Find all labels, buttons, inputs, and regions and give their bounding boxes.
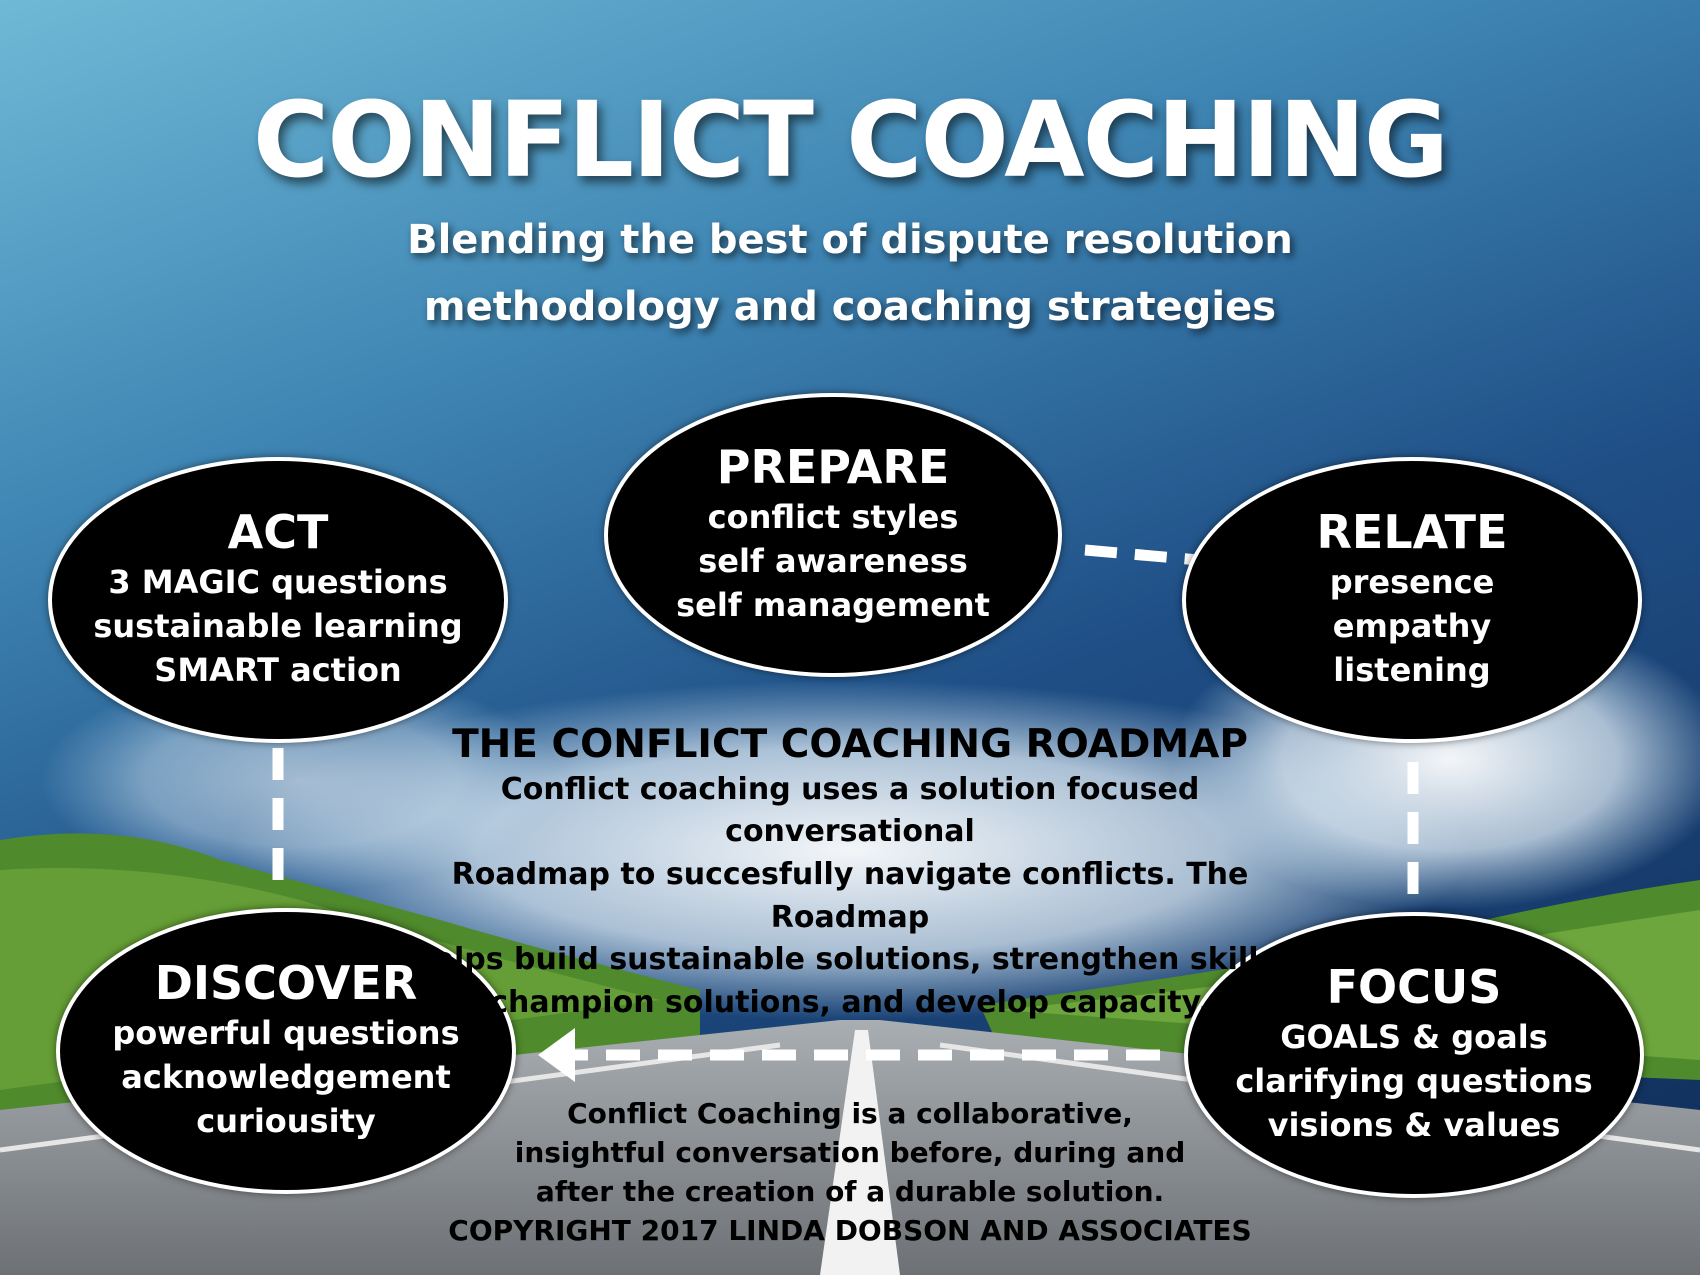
subtitle-line-1: Blending the best of dispute resolution bbox=[407, 217, 1293, 263]
node-act-item: 3 MAGIC questions bbox=[108, 563, 448, 602]
roadmap-line: champion solutions, and develop capacity… bbox=[490, 984, 1210, 1020]
roadmap-line: Conflict coaching uses a solution focuse… bbox=[500, 771, 1200, 850]
node-discover-item: acknowledgement bbox=[121, 1058, 451, 1097]
node-relate-item: listening bbox=[1333, 651, 1491, 690]
node-prepare-item: conflict styles bbox=[707, 498, 959, 537]
copyright-text: COPYRIGHT 2017 LINDA DOBSON AND ASSOCIAT… bbox=[448, 1214, 1252, 1247]
node-focus-item: visions & values bbox=[1267, 1106, 1561, 1145]
node-relate-name: RELATE bbox=[1316, 505, 1508, 560]
node-focus: FOCUS GOALS & goals clarifying questions… bbox=[1184, 912, 1644, 1198]
arrow-head-left-icon bbox=[538, 1028, 575, 1082]
footer-description: Conflict Coaching is a collaborative, in… bbox=[470, 1094, 1230, 1212]
node-prepare-name: PREPARE bbox=[716, 440, 950, 495]
arrow-prepare-to-relate bbox=[1084, 544, 1256, 571]
node-act-name: ACT bbox=[227, 505, 329, 560]
node-prepare: PREPARE conflict styles self awareness s… bbox=[604, 393, 1062, 677]
node-discover-name: DISCOVER bbox=[154, 956, 418, 1011]
road-center-line bbox=[820, 1030, 900, 1275]
page-title: CONFLICT COACHING bbox=[252, 79, 1449, 201]
node-prepare-item: self awareness bbox=[698, 542, 968, 581]
node-focus-name: FOCUS bbox=[1326, 960, 1502, 1015]
roadmap-line: helps build sustainable solutions, stren… bbox=[412, 942, 1288, 978]
node-prepare-item: self management bbox=[676, 586, 990, 625]
roadmap-title: THE CONFLICT COACHING ROADMAP bbox=[452, 722, 1248, 767]
node-focus-item: GOALS & goals bbox=[1280, 1018, 1548, 1057]
footer-line: insightful conversation before, during a… bbox=[514, 1136, 1186, 1170]
node-relate-item: empathy bbox=[1332, 607, 1492, 646]
footer-line: Conflict Coaching is a collaborative, bbox=[567, 1097, 1133, 1130]
roadmap-line: Roadmap to succesfully navigate conflict… bbox=[451, 856, 1249, 935]
roadmap-block: THE CONFLICT COACHING ROADMAP Conflict c… bbox=[390, 722, 1310, 1024]
node-relate-item: presence bbox=[1329, 563, 1495, 602]
node-discover-item: powerful questions bbox=[112, 1014, 460, 1053]
node-focus-item: clarifying questions bbox=[1235, 1062, 1593, 1101]
subtitle-line-2: methodology and coaching strategies bbox=[423, 284, 1277, 330]
node-relate: RELATE presence empathy listening bbox=[1182, 457, 1642, 743]
node-act-item: sustainable learning bbox=[93, 607, 463, 646]
node-act: ACT 3 MAGIC questions sustainable learni… bbox=[48, 457, 508, 743]
node-act-item: SMART action bbox=[154, 651, 402, 690]
node-discover: DISCOVER powerful questions acknowledgem… bbox=[56, 908, 516, 1194]
node-discover-item: curiousity bbox=[196, 1102, 376, 1141]
footer-line: after the creation of a durable solution… bbox=[535, 1175, 1165, 1209]
